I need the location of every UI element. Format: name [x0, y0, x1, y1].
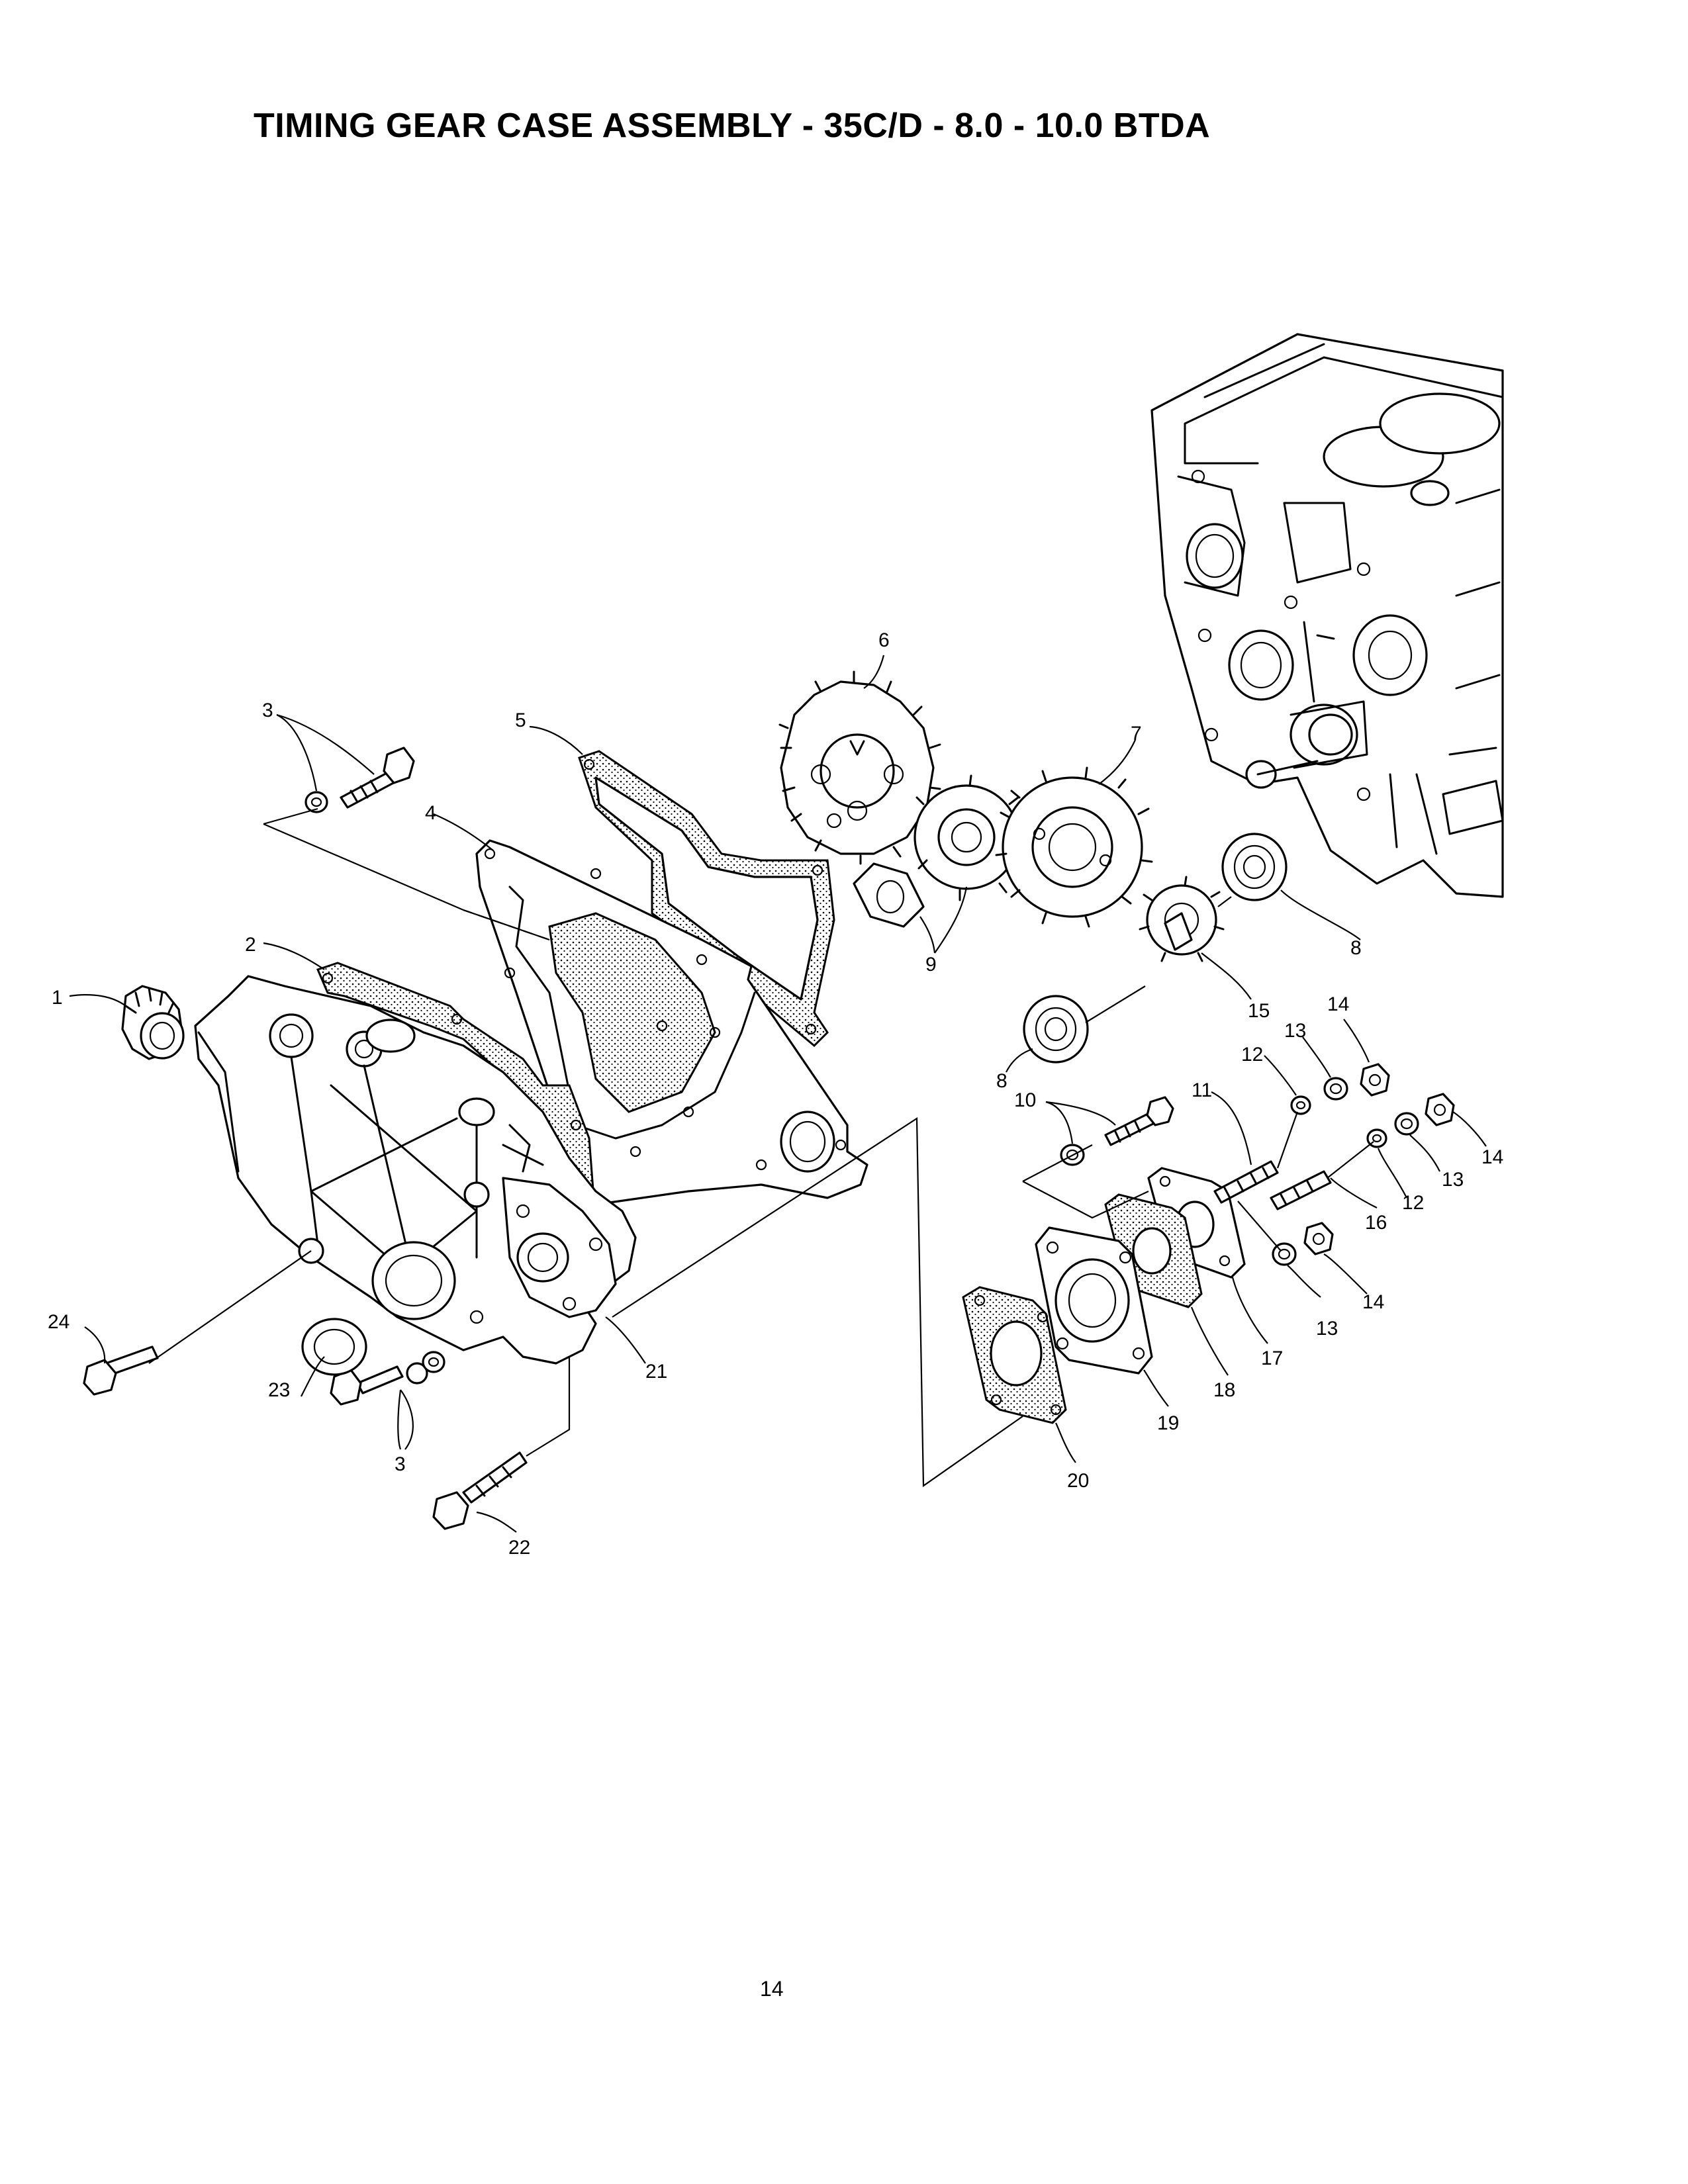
- callout-3-lower: 3: [395, 1453, 406, 1475]
- callout-10: 10: [1014, 1089, 1036, 1111]
- gear-7: [995, 766, 1153, 928]
- callout-4: 4: [425, 802, 436, 824]
- gear-9-idler: [853, 774, 1027, 928]
- callout-8-lower: 8: [996, 1070, 1008, 1092]
- callout-21: 21: [645, 1361, 667, 1383]
- nut-14-lower: [1303, 1222, 1334, 1255]
- bearing-8-lower: [1023, 995, 1089, 1064]
- callout-13-middle: 13: [1442, 1169, 1464, 1191]
- stud-16: [1270, 1170, 1332, 1210]
- callout-14-upper: 14: [1327, 993, 1349, 1015]
- bolt-10: [1060, 1096, 1174, 1166]
- callout-5: 5: [515, 709, 526, 731]
- callout-19: 19: [1157, 1412, 1179, 1434]
- callout-1: 1: [52, 987, 63, 1009]
- callout-7: 7: [1131, 723, 1142, 745]
- seal-23: [301, 1318, 367, 1376]
- callout-20: 20: [1067, 1470, 1089, 1492]
- callout-18: 18: [1213, 1379, 1235, 1401]
- bolt-24: [83, 1345, 159, 1396]
- upper-gasket: [578, 750, 835, 1048]
- part-1-pinion: [121, 985, 185, 1060]
- washer-13-middle: [1394, 1112, 1419, 1136]
- callout-3-upper: 3: [262, 700, 273, 721]
- leader-lines: [69, 655, 1487, 1533]
- nut-14-upper: [1360, 1063, 1390, 1097]
- callout-22: 22: [508, 1537, 530, 1559]
- bolt-3-upper: [305, 747, 415, 813]
- callout-12-lower: 12: [1402, 1192, 1424, 1214]
- callout-16: 16: [1365, 1212, 1387, 1234]
- callout-24: 24: [48, 1311, 70, 1333]
- callout-11: 11: [1192, 1079, 1212, 1101]
- gasket-20: [962, 1286, 1067, 1424]
- callout-17: 17: [1261, 1347, 1283, 1369]
- bolt-3-lower: [330, 1351, 445, 1406]
- washer-13-lower: [1272, 1242, 1297, 1266]
- callout-6: 6: [878, 629, 890, 651]
- stud-11: [1213, 1160, 1279, 1204]
- callout-23: 23: [268, 1379, 290, 1401]
- callout-15: 15: [1248, 1000, 1270, 1022]
- bearing-8-upper: [1221, 833, 1288, 901]
- callout-14-lower: 14: [1362, 1291, 1384, 1313]
- nut-14-middle: [1425, 1093, 1455, 1126]
- callout-13-lower: 13: [1316, 1318, 1338, 1340]
- washer-13-upper: [1323, 1077, 1348, 1101]
- callout-9: 9: [925, 954, 937, 976]
- callout-14-middle: 14: [1481, 1146, 1503, 1168]
- gear-15: [1139, 876, 1225, 962]
- gear-6: [778, 670, 941, 865]
- flange-19: [1035, 1226, 1153, 1375]
- page-number: 14: [760, 1977, 784, 2001]
- bolt-22: [432, 1451, 528, 1530]
- callout-12-upper: 12: [1241, 1044, 1263, 1066]
- callout-8-upper: 8: [1350, 937, 1362, 959]
- assembly-lines: [148, 807, 1374, 1488]
- callout-labels: 1 2 3 3 4 5 6 7 8 8 9 10 11 12 12 13 13 …: [48, 629, 1503, 1559]
- washer-12-upper: [1290, 1095, 1311, 1115]
- timing-gear-case: [194, 975, 637, 1365]
- callout-13-upper: 13: [1284, 1020, 1306, 1042]
- page-title: TIMING GEAR CASE ASSEMBLY - 35C/D - 8.0 …: [254, 107, 1211, 145]
- engine-block: [1150, 333, 1504, 898]
- callout-2: 2: [245, 934, 256, 956]
